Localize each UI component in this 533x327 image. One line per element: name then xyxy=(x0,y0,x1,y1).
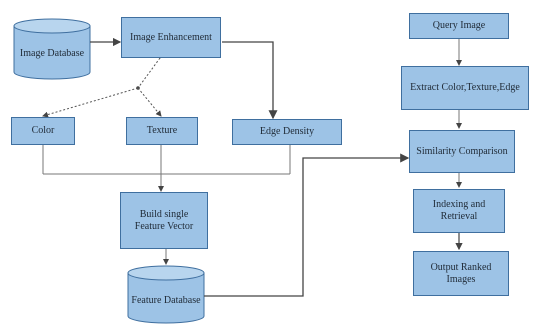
query-image-node: Query Image xyxy=(409,13,509,39)
image-enhancement-node: Image Enhancement xyxy=(121,17,221,58)
color-node: Color xyxy=(11,117,75,145)
extract-node: Extract Color,Texture,Edge xyxy=(401,66,529,110)
image-database-label: Image Database xyxy=(19,48,85,59)
edge-split-to-texture xyxy=(137,87,162,117)
indexing-retrieval-node: Indexing and Retrieval xyxy=(413,189,505,233)
edge-feature-database-to-similarity xyxy=(204,153,410,297)
query-image-label: Query Image xyxy=(432,20,486,31)
texture-node: Texture xyxy=(126,117,198,145)
edge-density-label: Edge Density xyxy=(259,126,315,137)
feature-database-label: Feature Database xyxy=(131,295,201,306)
build-feature-vector-label: Build single Feature Vector xyxy=(134,208,194,232)
edge-enhancement-to-split xyxy=(137,52,166,89)
color-label: Color xyxy=(31,125,55,136)
image-database-node: Image Database xyxy=(14,34,90,74)
build-feature-vector-node: Build single Feature Vector xyxy=(120,192,208,249)
output-ranked-images-label: Output Ranked Images xyxy=(430,261,492,285)
output-ranked-images-node: Output Ranked Images xyxy=(413,251,509,296)
feature-database-node: Feature Database xyxy=(128,282,204,320)
edge-split-to-color xyxy=(42,87,139,118)
similarity-comparison-node: Similarity Comparison xyxy=(409,130,515,173)
feature-database-cylinder xyxy=(127,265,205,324)
similarity-comparison-label: Similarity Comparison xyxy=(416,145,508,157)
texture-label: Texture xyxy=(146,125,178,136)
image-enhancement-label: Image Enhancement xyxy=(130,31,212,43)
indexing-retrieval-label: Indexing and Retrieval xyxy=(432,199,486,222)
extract-label: Extract Color,Texture,Edge xyxy=(410,82,520,93)
image-database-cylinder xyxy=(13,18,91,80)
edge-density-node: Edge Density xyxy=(232,119,342,145)
edge-enhancement-to-edge-density xyxy=(222,41,278,120)
